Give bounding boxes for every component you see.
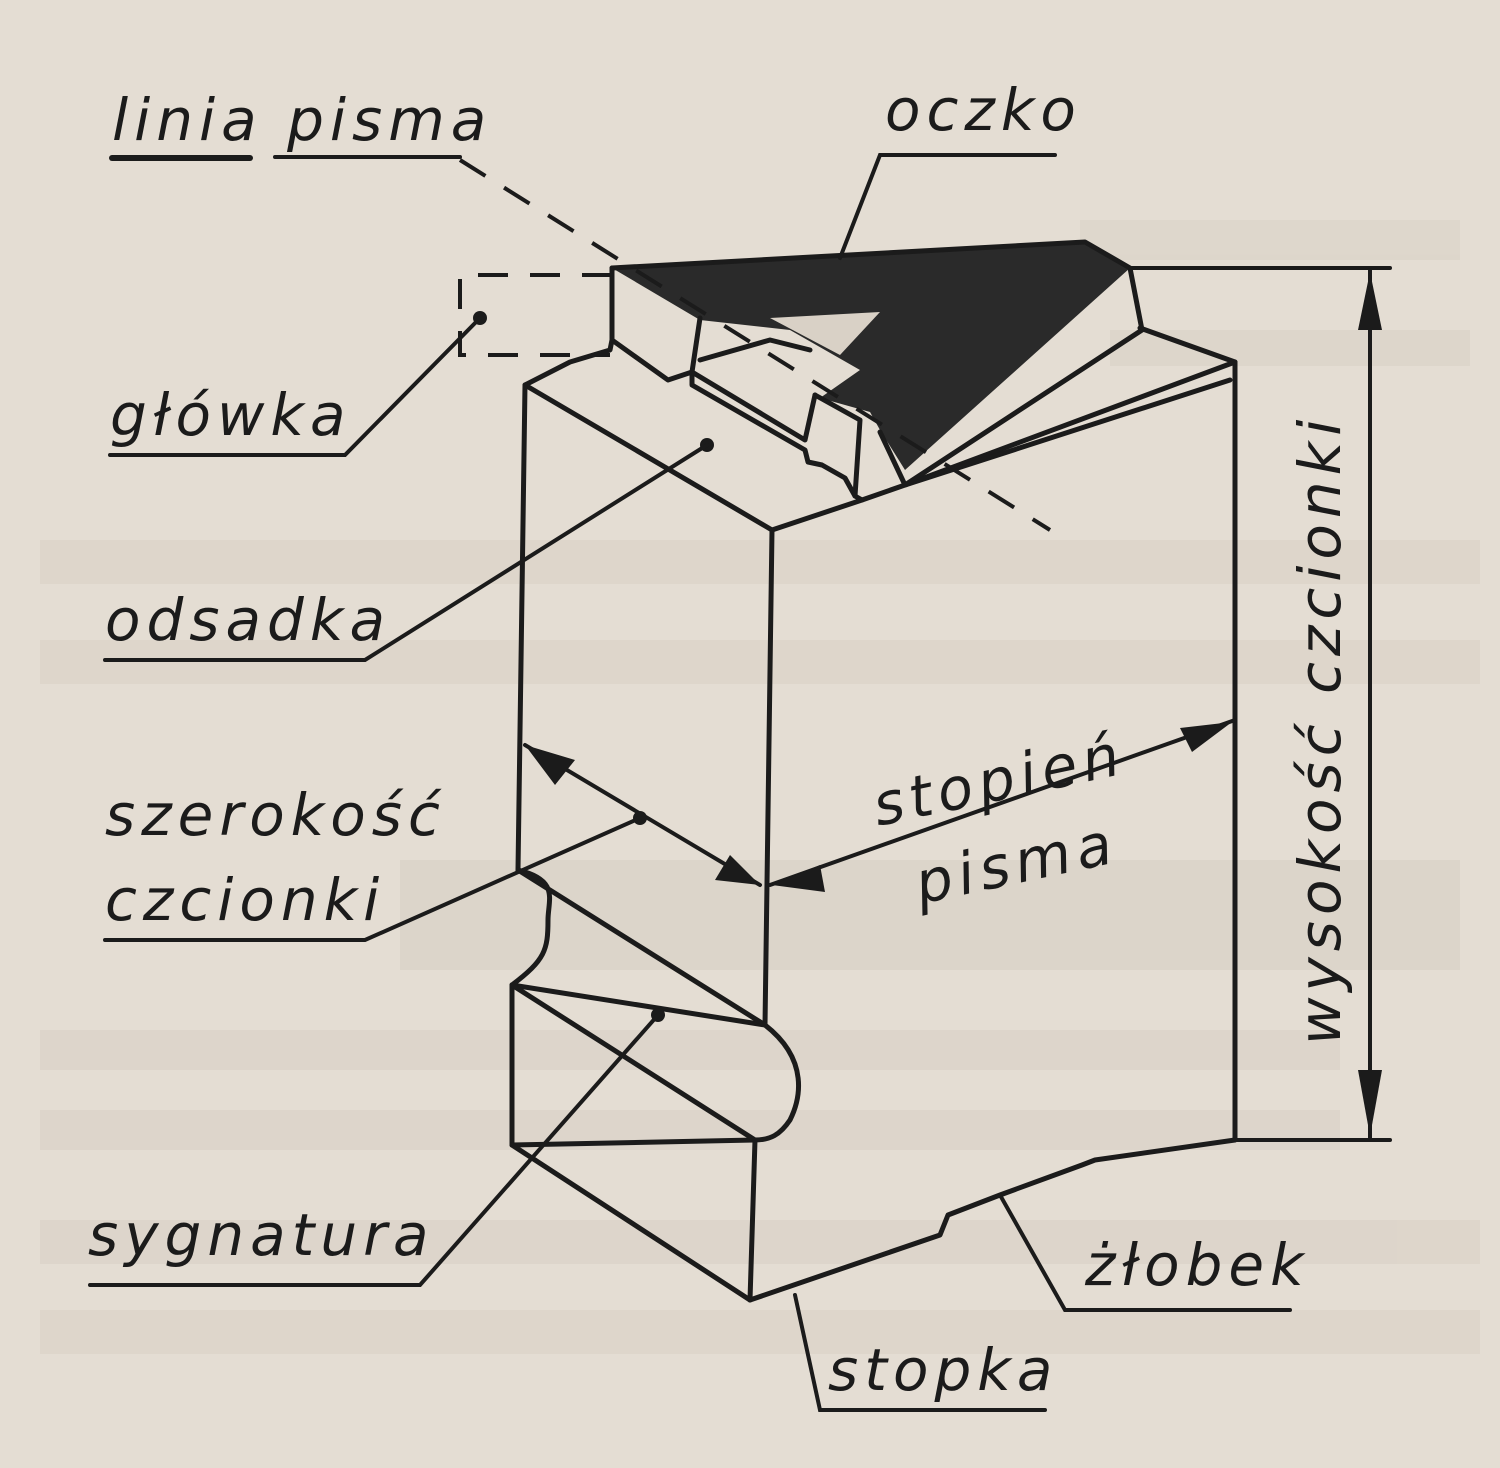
shoulder-leader <box>103 443 709 662</box>
shoulder-block <box>697 337 813 363</box>
show-through-text <box>40 220 1480 1354</box>
width-arrow-head-2 <box>715 855 760 885</box>
face-counter <box>770 312 880 355</box>
front-edge-lower <box>747 1137 758 1303</box>
beard-inner <box>689 315 818 443</box>
label-baseline: linia pisma <box>112 86 492 154</box>
width-leader <box>103 816 642 942</box>
body-size-arrow-line <box>768 718 1237 887</box>
face-fill <box>612 242 1130 470</box>
head-leader <box>108 316 482 457</box>
face-oczko <box>609 239 1145 499</box>
label-type-height: wysokość czcionki <box>1286 414 1354 1045</box>
width-arrow-head-1 <box>525 745 575 785</box>
label-width-2: czcionki <box>105 866 385 934</box>
height-arrow-head-2 <box>1358 1070 1382 1136</box>
nick-leader <box>88 1013 660 1287</box>
beard-inner2 <box>812 392 863 499</box>
front-face-outline <box>522 337 865 533</box>
label-nick: sygnatura <box>88 1201 435 1269</box>
bevel-right <box>902 377 1233 488</box>
nick-top-edge <box>515 867 768 1028</box>
nick-bottom-edge <box>509 982 758 1143</box>
label-foot: stopka <box>828 1336 1058 1404</box>
label-shoulder: odsadka <box>105 586 391 654</box>
groove-leader <box>998 1193 1292 1312</box>
label-head: główka <box>110 381 352 449</box>
foot-leader <box>793 1293 1047 1412</box>
nick-groove <box>509 867 801 1148</box>
left-edge-upper <box>515 382 528 873</box>
face-leader <box>838 153 1057 260</box>
type-body <box>509 325 1238 1303</box>
shoulder-right <box>859 325 1238 503</box>
face-outline <box>609 239 1145 488</box>
height-arrow-head-1 <box>1358 272 1382 330</box>
label-face: oczko <box>885 76 1082 144</box>
front-edge <box>762 527 775 1028</box>
baseline-dashed-line <box>458 158 1052 532</box>
label-width-1: szerokość <box>105 781 446 849</box>
head-dashed-box <box>458 273 612 357</box>
body-size-arrow-head-1 <box>772 865 825 892</box>
label-groove: żłobek <box>1084 1231 1310 1299</box>
body-size-arrow-head-2 <box>1180 722 1232 752</box>
feet-line <box>509 1137 1238 1303</box>
